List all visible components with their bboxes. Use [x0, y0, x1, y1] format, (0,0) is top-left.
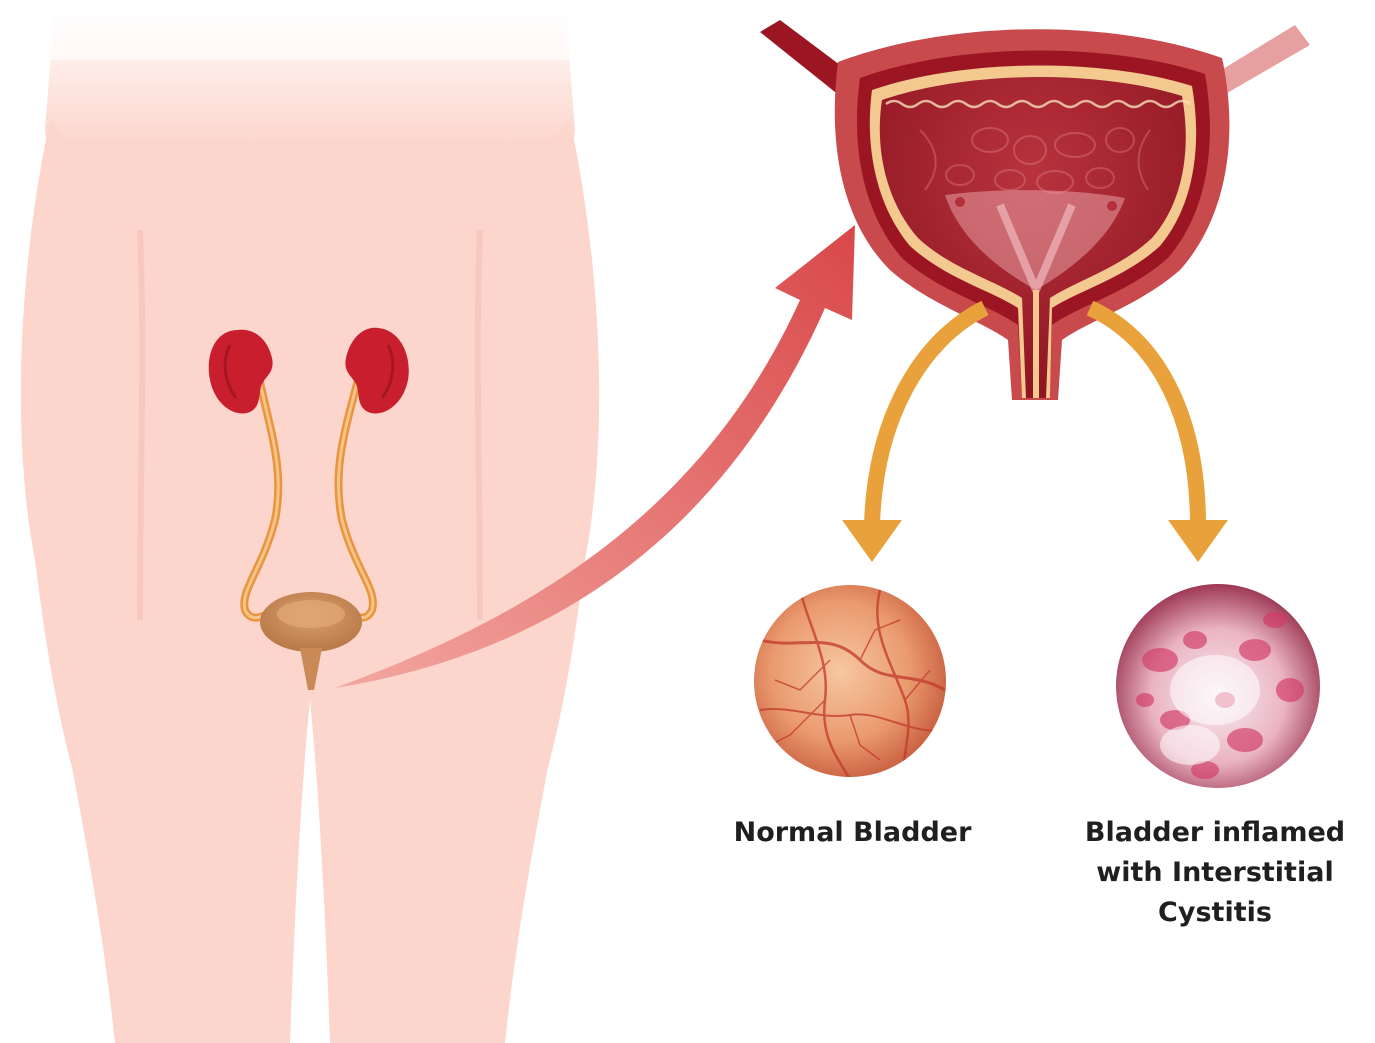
body-silhouette: [0, 0, 620, 1043]
cystoscopy-normal-icon: [754, 585, 946, 780]
arrow-to-normal: [842, 308, 985, 562]
arrow-to-inflamed: [1090, 308, 1228, 562]
cystoscopy-inflamed-icon: [1116, 584, 1320, 788]
inflamed-bladder-label: Bladder inflamed with Interstitial Cysti…: [1060, 813, 1370, 933]
bladder-cross-section-icon: [760, 20, 1310, 400]
normal-bladder-label: Normal Bladder: [700, 813, 1005, 853]
